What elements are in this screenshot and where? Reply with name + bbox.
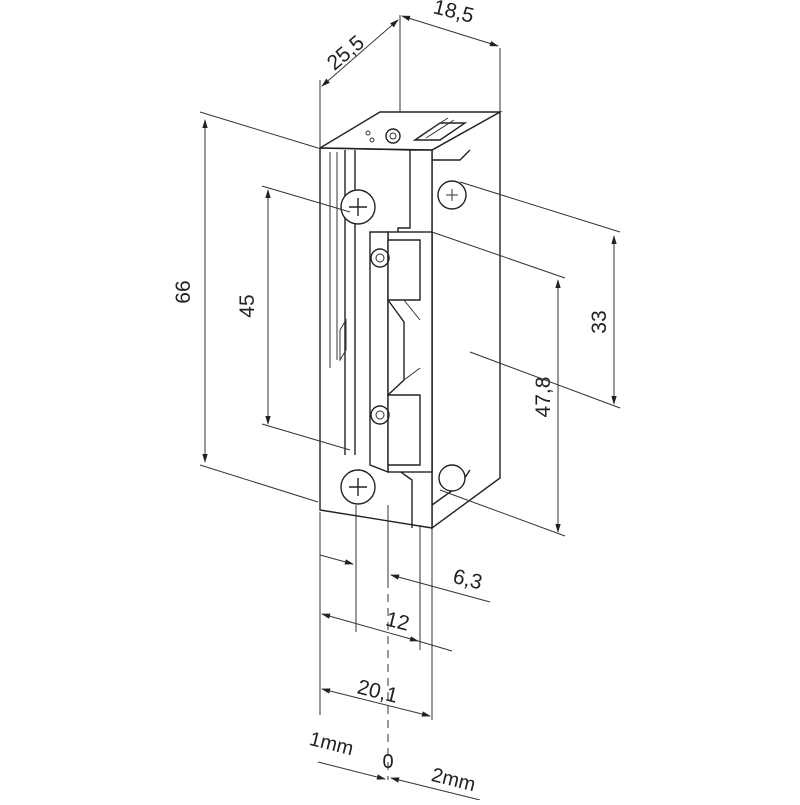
label-adjust-center: 0 [382, 751, 393, 773]
side-hole-bottom [438, 464, 466, 492]
dim-line-offset-6-3-left [319, 554, 354, 565]
label-width-front: 20,1 [355, 676, 400, 708]
mounting-screw-bottom [340, 469, 376, 505]
dim-line-offset-6-3-right [390, 574, 491, 603]
dimension-labels: 25,5 18,5 66 45 33 47,8 6,3 12 20,1 1mm … [172, 0, 611, 796]
label-height-47: 47,8 [532, 377, 555, 418]
adjust-arrow-right [390, 777, 481, 801]
dim-line-width-front [321, 688, 431, 717]
latch-upper [387, 239, 421, 301]
adjust-screw-bottom [370, 405, 390, 425]
label-height-total: 66 [172, 280, 195, 303]
mounting-screw-top [340, 189, 376, 225]
latch-side [369, 231, 389, 474]
label-offset-6-3: 6,3 [451, 565, 485, 594]
label-offset-12: 12 [383, 608, 411, 636]
dim-line-width-top [401, 15, 499, 47]
strike-body [317, 110, 503, 530]
label-width-top: 18,5 [431, 0, 476, 28]
side-hole-top [437, 180, 467, 210]
label-adjust-right: 2mm [429, 764, 477, 796]
body-side-face [431, 110, 501, 530]
label-depth: 25,5 [323, 31, 369, 75]
dim-line-offset-12 [321, 613, 419, 642]
adjust-screw-top [370, 248, 390, 268]
dim-line-depth [321, 19, 399, 87]
label-height-33: 33 [588, 310, 611, 333]
latch-lower [387, 394, 421, 466]
label-adjust-left: 1mm [307, 728, 355, 760]
label-height-screws: 45 [236, 294, 259, 317]
top-hole [385, 128, 401, 144]
adjust-arrow-left [317, 761, 386, 780]
dimension-lines [199, 15, 621, 801]
